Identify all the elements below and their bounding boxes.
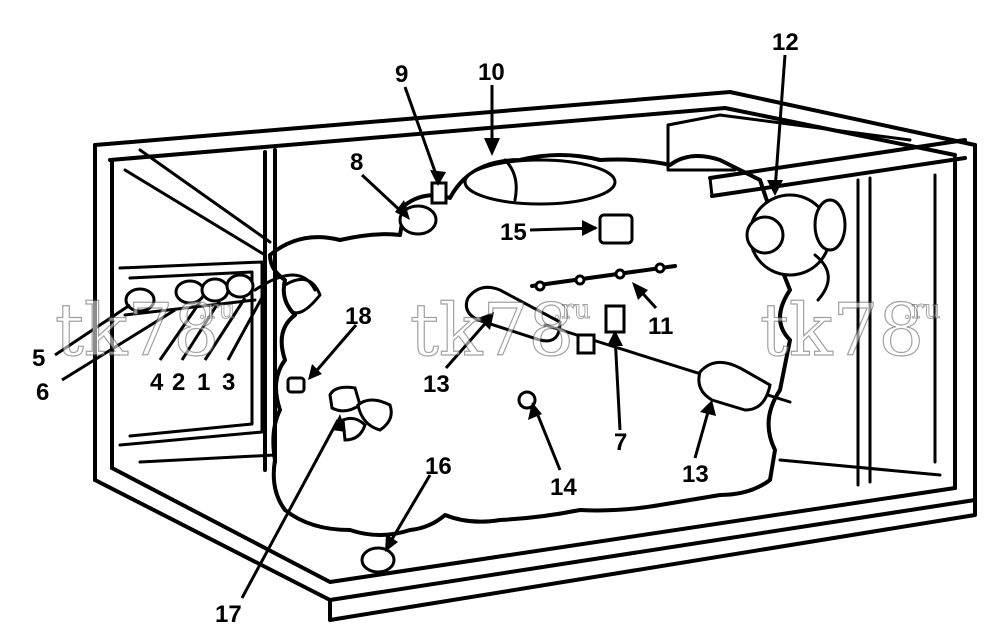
watermarks: tk78 .ru tk78 .ru tk78 .ru [54,287,941,372]
callout-10: 10 [478,59,505,86]
part-11 [530,264,677,288]
watermark-left: tk78 [55,288,219,372]
callout-7: 7 [614,429,627,456]
callout-16: 16 [425,453,452,480]
callout-11: 11 [648,313,673,340]
part-15 [598,213,634,245]
watermark-right-sup: .ru [903,295,940,325]
part-17 [328,385,362,413]
callout-5: 5 [32,345,45,372]
engine-body [268,153,792,537]
callout-labels: 1 2 3 4 5 6 7 8 9 10 11 12 13 13 14 15 1… [32,29,799,628]
callout-15: 15 [500,219,527,246]
callout-13-right: 13 [682,461,709,488]
part-9 [430,181,448,205]
callout-13-left: 13 [423,371,450,398]
part-5 [124,287,156,313]
part-1 [225,273,255,299]
parts [123,181,847,574]
callout-2: 2 [172,369,185,396]
part-8 [398,204,438,236]
callout-8: 8 [350,149,363,176]
callout-3: 3 [222,369,235,396]
part-14 [517,390,537,410]
frame [93,90,977,622]
part-13-right [697,360,772,412]
callout-14: 14 [550,474,577,501]
callout-17: 17 [215,601,242,628]
callout-18: 18 [345,303,372,330]
callout-1: 1 [197,369,210,396]
watermark-right: tk78 [760,288,924,372]
watermark-center-sup: .ru [553,295,590,325]
callout-6: 6 [36,379,49,406]
leader-lines [54,54,787,599]
part-16 [360,546,396,574]
callout-4: 4 [150,369,164,396]
callout-12: 12 [772,29,799,56]
part-7 [604,304,626,334]
part-13-left [464,285,562,343]
part-18 [286,376,306,394]
watermark-left-sup: .ru [198,295,235,325]
callout-9: 9 [395,61,408,88]
watermark-center: tk78 [410,288,574,372]
